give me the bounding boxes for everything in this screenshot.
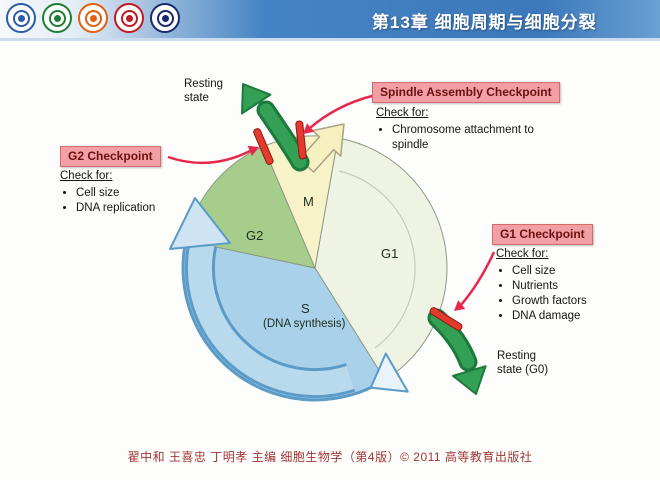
- check-item: Growth factors: [512, 294, 587, 309]
- spindle-checkpoint-details: Check for: Chromosome attachment to spin…: [376, 107, 550, 153]
- arrowhead: [241, 83, 272, 115]
- pointer-curve: [167, 149, 251, 165]
- spindle-pointer-arrow-icon: [303, 94, 373, 134]
- pointer-curve: [460, 251, 496, 306]
- seal-core: [89, 14, 97, 22]
- arrowhead: [452, 365, 487, 395]
- g1-check-list: Cell size Nutrients Growth factors DNA d…: [498, 264, 587, 325]
- g2-checkpoint-bar: [253, 128, 274, 165]
- resting-state-g0-line2: state (G0): [497, 363, 549, 376]
- university-seal-3-icon: [78, 3, 108, 33]
- g2-checkpoint-details: Check for: Cell size DNA replication: [60, 170, 155, 216]
- footer-credit: 翟中和 王喜忠 丁明孝 主编 细胞生物学（第4版）© 2011 高等教育出版社: [127, 450, 533, 464]
- university-seal-4-icon: [114, 3, 144, 33]
- spindle-check-for: Check for:: [376, 107, 429, 119]
- pointer-head: [247, 145, 259, 156]
- seal-core: [17, 14, 25, 22]
- inner-ring-arc: [339, 170, 416, 349]
- resting-state-top-line2: state: [184, 91, 209, 104]
- g2-check-for: Check for:: [60, 170, 113, 182]
- university-seal-1-icon: [6, 3, 36, 33]
- resting-state-top-line1: Resting: [184, 78, 223, 90]
- check-item: Nutrients: [512, 279, 587, 294]
- cycle-direction-arrow-icon: [169, 197, 409, 399]
- university-seal-2-icon: [42, 3, 72, 33]
- phase-g1-label: G1: [381, 246, 399, 261]
- pointer-curve: [309, 94, 373, 129]
- spindle-checkpoint-label: Spindle Assembly Checkpoint: [372, 82, 560, 103]
- seal-ring: [156, 9, 174, 27]
- phase-m-label: M: [303, 194, 314, 209]
- seal-ring: [48, 9, 66, 27]
- g2-check-list: Cell size DNA replication: [62, 186, 155, 216]
- pointer-head: [303, 123, 315, 134]
- check-item: Chromosome attachment to spindle: [392, 123, 550, 153]
- seal-core: [53, 14, 61, 22]
- resting-state-g0-label: Resting state (G0): [497, 350, 548, 378]
- seal-ring: [84, 9, 102, 27]
- check-item: DNA replication: [76, 201, 155, 216]
- cell-cycle-wheel: [181, 135, 448, 402]
- seal-core: [125, 14, 133, 22]
- arrow-body: [259, 103, 307, 169]
- arrow-body: [430, 311, 475, 369]
- resting-state-top-label: Resting state: [184, 78, 223, 106]
- phase-s-label: S: [301, 301, 310, 316]
- g1-checkpoint-details: Check for: Cell size Nutrients Growth fa…: [496, 248, 587, 324]
- s-phase-outer-edge: [181, 240, 386, 402]
- g2-checkpoint-label: G2 Checkpoint: [60, 146, 161, 167]
- header-bar: 第13章 细胞周期与细胞分裂: [0, 0, 660, 41]
- check-item: Cell size: [512, 264, 587, 279]
- check-item: Cell size: [76, 186, 155, 201]
- g1-check-for: Check for:: [496, 248, 549, 260]
- slide-title: 第13章 细胞周期与细胞分裂: [372, 13, 597, 32]
- resting-state-g0-line1: Resting: [497, 350, 536, 362]
- university-seal-5-icon: [150, 3, 180, 33]
- phase-s-caption: (DNA synthesis): [263, 318, 346, 330]
- g1-checkpoint-bar: [429, 307, 463, 331]
- spindle-check-list: Chromosome attachment to spindle: [378, 123, 550, 153]
- seal-ring: [120, 9, 138, 27]
- resting-arrow-bottom-icon: [427, 308, 487, 395]
- spindle-checkpoint-bar: [295, 120, 307, 160]
- g2-pointer-arrow-icon: [167, 145, 259, 165]
- seal-ring: [12, 9, 30, 27]
- cycle-band: [187, 241, 355, 396]
- seal-core: [161, 14, 169, 22]
- phase-g2-label: G2: [246, 228, 264, 243]
- resting-arrow-top-icon: [241, 83, 310, 172]
- logo-row: [6, 3, 180, 33]
- phase-g1-slice: [314, 137, 448, 381]
- pointer-head: [454, 300, 466, 311]
- check-item: DNA damage: [512, 309, 587, 324]
- g1-pointer-arrow-icon: [454, 251, 496, 311]
- g1-checkpoint-label: G1 Checkpoint: [492, 224, 593, 245]
- s-to-g2-arrowhead-icon: [169, 197, 231, 250]
- g1-to-s-arrowhead-icon: [369, 352, 409, 393]
